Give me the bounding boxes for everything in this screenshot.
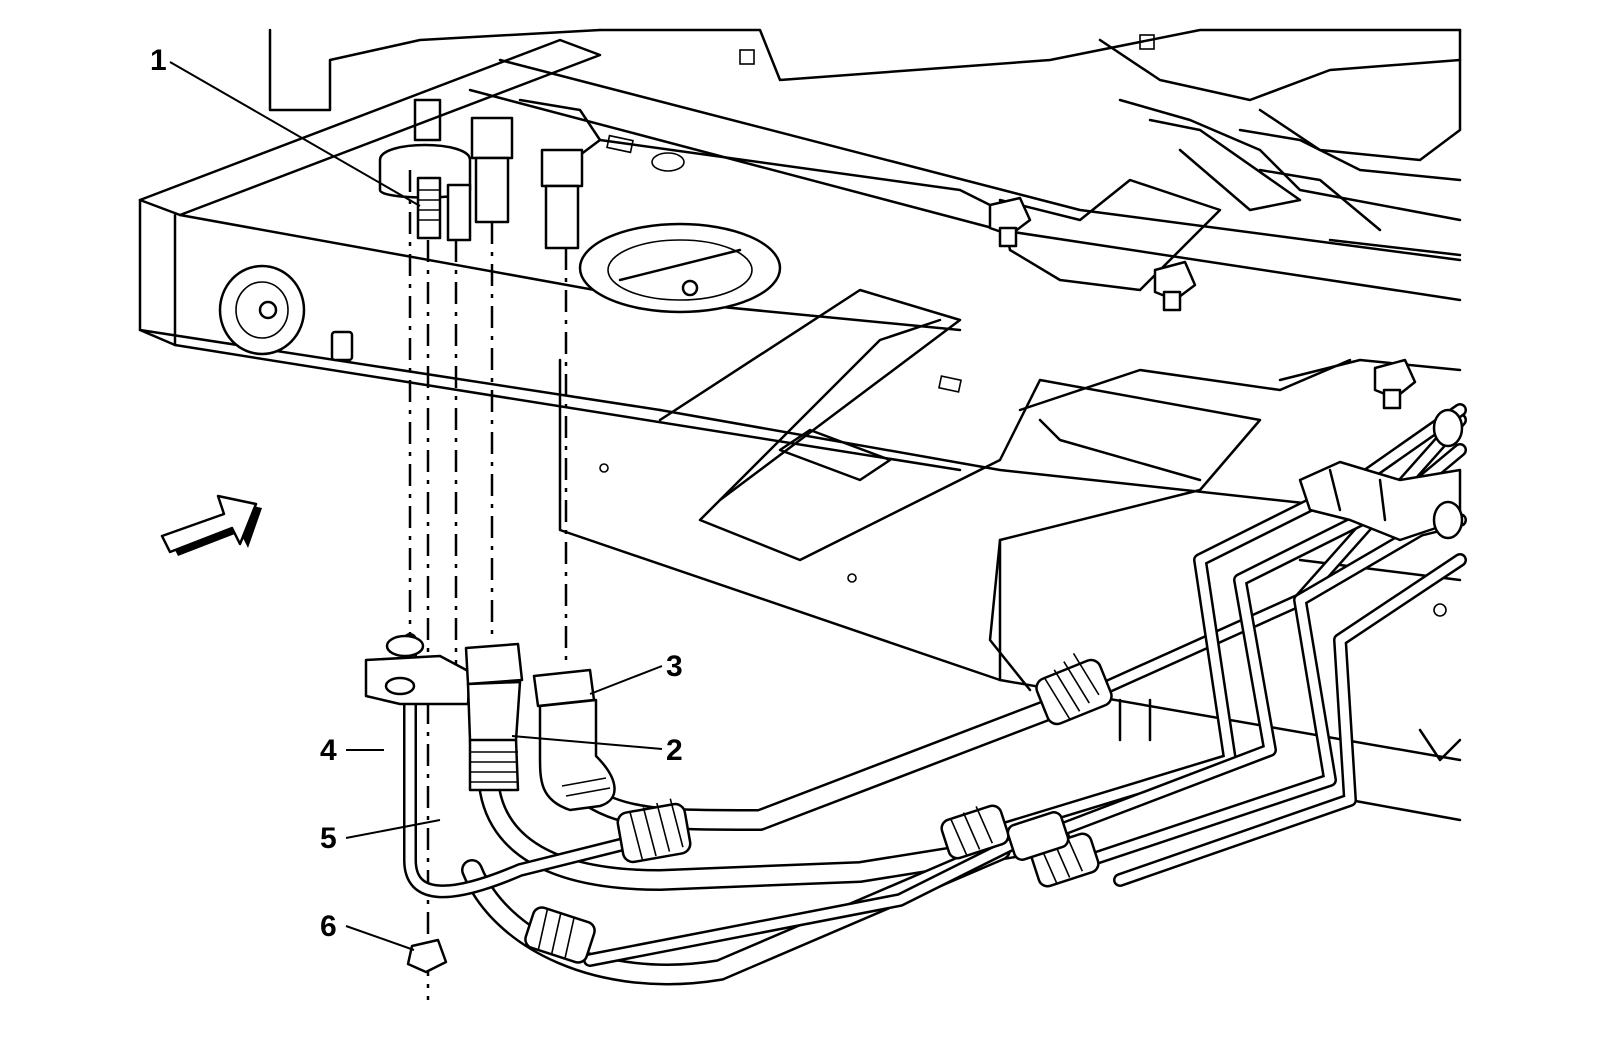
arrow-icon	[160, 494, 262, 556]
line-clamp-bracket	[1298, 408, 1464, 542]
tube-bracket	[364, 654, 472, 706]
callout-6: 6	[320, 910, 337, 943]
callout-4: 4	[320, 734, 337, 767]
callout-labels: 1 2 3 4 5 6	[150, 44, 683, 943]
pipe-end-1	[416, 176, 442, 240]
retainer-clip	[406, 938, 448, 974]
fitting-2-nut	[464, 642, 524, 686]
callout-leaders	[169, 61, 663, 951]
callout-3: 3	[666, 650, 683, 683]
callout-5: 5	[320, 822, 337, 855]
coupling-left	[616, 798, 692, 864]
callout-2: 2	[666, 734, 683, 767]
coupling-upper	[1035, 652, 1113, 726]
assembly-centerlines	[408, 170, 568, 1000]
upper-fittings	[378, 98, 584, 250]
callout-1: 1	[150, 44, 167, 77]
coupling-mid-a	[940, 804, 1010, 860]
frame-nuts	[988, 196, 1417, 410]
coupling-lower	[524, 906, 596, 964]
coupling-mid-c	[1006, 811, 1070, 861]
vehicle-underbody	[138, 28, 1462, 822]
transmission-fittings	[364, 634, 616, 974]
hose-couplings	[524, 652, 1113, 964]
